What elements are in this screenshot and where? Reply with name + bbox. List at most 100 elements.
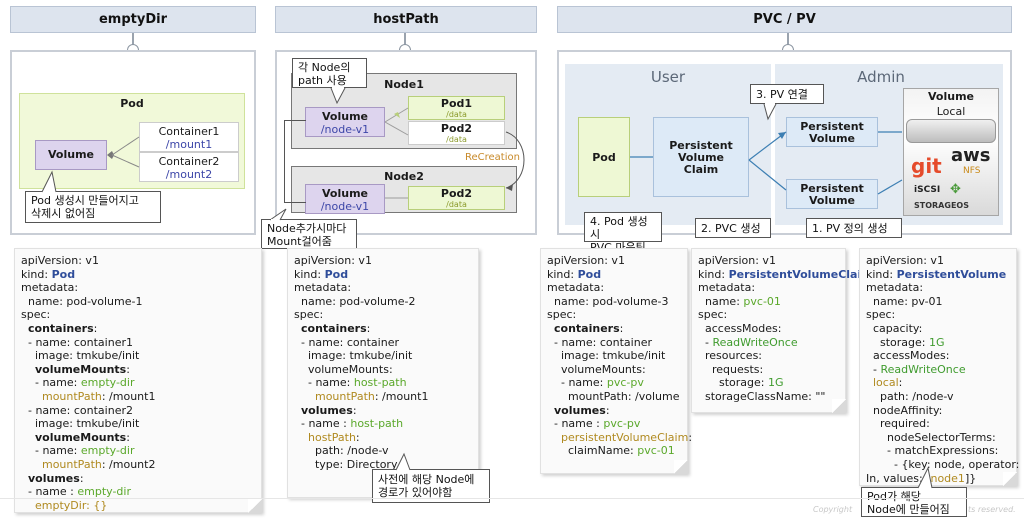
code-token: PersistentVolume	[896, 267, 1007, 281]
container-mount: /mount1	[165, 138, 213, 151]
code-line: - name: container1	[21, 336, 257, 350]
code-token: :	[366, 321, 371, 335]
code-line: metadata:	[547, 281, 683, 295]
code-token: kind:	[294, 267, 325, 281]
code-token: - name :	[21, 485, 78, 499]
code-token: nodeSelectorTerms:	[866, 430, 996, 444]
callout-line: path 사용	[298, 74, 347, 87]
volume-local: Local	[936, 105, 966, 118]
code-token: - name:	[294, 376, 354, 390]
code-token: host-path	[350, 417, 404, 431]
callout-line: 사전에 해당 Node에	[378, 473, 475, 486]
step3-callout: 3. PV 연결	[750, 84, 824, 104]
pv-note: Pod가 해당 Node에 만들어짐	[861, 487, 967, 517]
code-token: requests:	[698, 362, 764, 376]
code-line: emptyDir: {}	[21, 499, 257, 513]
step1-callout: 1. PV 정의 생성	[806, 218, 902, 238]
code-token: volumeMounts:	[547, 362, 646, 376]
container-name: Container2	[158, 155, 220, 168]
code-line: apiVersion: v1	[21, 254, 257, 268]
code-line: capacity:	[866, 322, 1012, 336]
code-token: apiVersion: v1	[547, 254, 625, 267]
code-line: path: /node-v	[294, 444, 474, 458]
code-token: - name :	[547, 417, 604, 431]
storageos-logo: STORAGEOS	[914, 201, 969, 210]
pvc-pv-arrows	[630, 131, 903, 195]
header-connector	[132, 33, 134, 50]
emptydir-pod-label: Pod	[120, 97, 144, 110]
pod-path: /data	[446, 110, 467, 119]
hostpath-callout-bottom: Node추가시마다 Mount걸어줌	[261, 219, 357, 249]
code-token: :	[688, 430, 693, 444]
callout-pointer	[395, 452, 411, 471]
code-line: claimName: pvc-01	[547, 444, 683, 458]
header-hostpath: hostPath	[275, 6, 537, 33]
code-line: image: tmkube/init	[21, 349, 257, 363]
code-line: - name: container2	[21, 404, 257, 418]
code-line: name: pod-volume-3	[547, 295, 683, 309]
code-token: : /mount1	[374, 389, 429, 403]
code-token: containers	[554, 321, 620, 335]
pv-label: Volume	[809, 194, 855, 207]
code-line: image: tmkube/init	[547, 349, 683, 363]
code-token: local	[873, 376, 899, 390]
admin-zone-label: Admin	[857, 68, 905, 86]
callout-pointer	[41, 170, 57, 193]
code-line: image: tmkube/init	[21, 417, 257, 431]
code-line: apiVersion: v1	[698, 254, 841, 268]
code-line: volumes:	[294, 404, 474, 418]
container-mount: /mount2	[165, 168, 213, 181]
code-token: path: /node-v	[866, 389, 954, 403]
callout-line: Node에 만들어짐	[867, 503, 950, 516]
code-line: type: Directory	[294, 458, 474, 472]
pvc-label: Persistent	[669, 139, 733, 152]
code-line: storage: 1G	[698, 376, 841, 390]
node2-label: Node2	[384, 170, 424, 183]
code-token: storage:	[866, 335, 929, 349]
code-token: storage:	[698, 376, 768, 390]
callout-line: 각 Node의	[298, 61, 351, 74]
code-token: -	[866, 362, 881, 376]
code-line: spec:	[294, 308, 474, 322]
footer-rights: ts reserved.	[968, 505, 1016, 514]
code-token: emptyDir: {}	[35, 498, 108, 512]
pod-label: Pod1	[440, 97, 473, 110]
code-token	[294, 431, 308, 444]
node1-pod1: Pod1 /data	[408, 96, 505, 120]
code-token: pvc-pv	[606, 376, 644, 390]
code-token: name: pv-01	[866, 294, 943, 308]
code-token: claimName:	[547, 444, 638, 458]
code-line: name: pod-volume-2	[294, 295, 474, 309]
page-curl	[674, 460, 688, 474]
pv-box-1: Persistent Volume	[786, 117, 878, 147]
code-line: spec:	[698, 308, 841, 322]
code-token: metadata:	[698, 281, 756, 295]
code-token: 1G	[928, 335, 945, 349]
code-line: required:	[866, 417, 1012, 431]
code-token	[21, 390, 42, 403]
code-line: name: pv-01	[866, 295, 1012, 309]
code-token: apiVersion: v1	[866, 254, 944, 267]
code-token: - name: container2	[21, 403, 133, 417]
code-token: -	[698, 335, 713, 349]
pod-path: /data	[446, 200, 467, 209]
code-token	[547, 322, 554, 335]
node2-volume: Volume /node-v1	[305, 184, 385, 214]
code-line: - name: empty-dir	[21, 376, 257, 390]
code-line: - ReadWriteOnce	[866, 363, 1012, 377]
user-zone-label: User	[650, 68, 686, 86]
pod-label: Pod2	[440, 187, 473, 200]
code-token: capacity:	[866, 321, 923, 335]
code-token: required:	[866, 417, 930, 431]
callout-line: Node추가시마다	[267, 222, 347, 235]
code-token: volumes	[28, 471, 80, 485]
code-token: metadata:	[21, 281, 79, 295]
code-token: ReadWriteOnce	[880, 362, 966, 376]
vol-line	[284, 202, 306, 203]
volume-path: /node-v1	[320, 123, 370, 136]
code-token: image: tmkube/init	[21, 417, 140, 431]
footer-copyright: Copyright	[813, 505, 853, 514]
